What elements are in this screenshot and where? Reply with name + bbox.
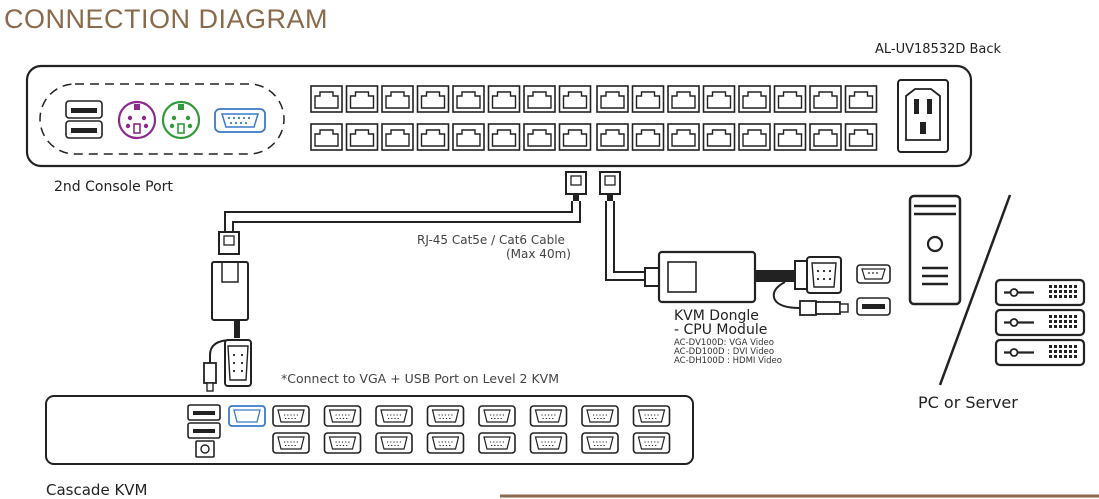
cascade-vga-console-icon [228, 405, 266, 427]
rj45-port-icon [381, 85, 414, 113]
kvm-back-panel [25, 64, 973, 168]
rj45-port-icon [631, 85, 665, 113]
rj45-port-icon [773, 85, 807, 113]
rj45-port-icon [667, 85, 700, 113]
ps2-mouse-icon [117, 100, 157, 140]
pc-tower-icon [908, 194, 962, 306]
dongle-usb-port-icon [856, 297, 891, 316]
cascade-label: Cascade KVM [46, 481, 148, 499]
rj45-port-icon [809, 85, 842, 113]
vga-port-icon [529, 405, 568, 427]
rj45-plug-right [599, 171, 621, 201]
vga-port-icon [581, 405, 619, 427]
rj45-port-icon [596, 123, 629, 151]
rj45-port-icon [310, 85, 343, 113]
rj45-port-icon [667, 123, 700, 151]
ps2-keyboard-icon [161, 100, 201, 140]
cat5-cable-to-cascade [224, 201, 581, 232]
usb-port-icon [65, 100, 103, 139]
rj45-port-icon [310, 123, 343, 151]
rj45-port-icon [345, 85, 379, 113]
rj45-port-icon [844, 123, 878, 151]
cat5-cable-to-dongle [605, 201, 648, 281]
rj45-port-bank [310, 85, 878, 151]
or-slash [938, 194, 1012, 386]
rj45-port-icon [738, 85, 771, 113]
vga-port-icon [478, 432, 516, 454]
rj45-port-icon [773, 123, 807, 151]
dongle-model-vga: AC-DV100D: VGA Video [674, 338, 774, 348]
vga-port-icon [323, 405, 362, 427]
dongle-vga-port-icon [856, 264, 891, 284]
vga-port-icon [375, 432, 413, 454]
server-unit-icon [994, 338, 1086, 367]
rj45-port-icon [452, 85, 485, 113]
rj45-port-icon [523, 85, 556, 113]
cascade-usb-port-icon [187, 404, 221, 458]
rj45-port-icon [416, 123, 450, 151]
rj45-port-icon [381, 123, 414, 151]
vga-port-icon [272, 405, 310, 427]
vga-port-icon [478, 405, 516, 427]
cascade-vga-port-bank [272, 405, 671, 454]
rj45-port-icon [416, 85, 450, 113]
rj45-port-icon [345, 123, 379, 151]
vga-port-icon [632, 405, 671, 427]
server-rack-icon [994, 278, 1086, 367]
dongle-model-hdmi: AC-DH100D : HDMI Video [674, 356, 782, 366]
rj45-plug-left [565, 171, 587, 201]
rj45-port-icon [844, 85, 878, 113]
pc-label: PC or Server [918, 393, 1018, 412]
cable-label: RJ-45 Cat5e / Cat6 Cable [417, 233, 565, 247]
vga-port-icon [632, 432, 671, 454]
console-port-region [39, 83, 285, 155]
rj45-port-icon [487, 123, 521, 151]
server-unit-icon [994, 278, 1086, 307]
cascade-adapter [203, 231, 252, 392]
diagram-title: CONNECTION DIAGRAM [4, 4, 329, 34]
rj45-port-icon [558, 123, 592, 151]
rj45-port-icon [702, 123, 736, 151]
vga-port-icon [426, 432, 465, 454]
rj45-port-icon [523, 123, 556, 151]
rj45-port-icon [596, 85, 629, 113]
rj45-port-icon [487, 85, 521, 113]
vga-port-icon [581, 432, 619, 454]
rj45-port-icon [631, 123, 665, 151]
second-console-label: 2nd Console Port [54, 179, 173, 195]
rj45-port-icon [809, 123, 842, 151]
dongle-title: KVM Dongle [674, 308, 759, 324]
cascade-note: *Connect to VGA + USB Port on Level 2 KV… [281, 371, 559, 386]
cascade-kvm-panel [45, 395, 694, 465]
vga-port-icon [529, 432, 568, 454]
dongle-icon [644, 250, 849, 316]
server-unit-icon [994, 308, 1086, 337]
vga-port-icon [214, 108, 266, 133]
rj45-port-icon [738, 123, 771, 151]
rj45-port-icon [452, 123, 485, 151]
rj45-port-icon [702, 85, 736, 113]
cable-label-max: (Max 40m) [506, 247, 571, 261]
dongle-model-dvi: AC-DD100D : DVI Video [674, 347, 775, 357]
vga-port-icon [323, 432, 362, 454]
vga-port-icon [272, 432, 310, 454]
dongle-subtitle: - CPU Module [674, 322, 768, 338]
power-inlet-icon [897, 79, 949, 153]
device-label: AL-UV18532D Back [875, 42, 1002, 57]
rj45-port-icon [558, 85, 592, 113]
vga-port-icon [375, 405, 413, 427]
vga-port-icon [426, 405, 465, 427]
